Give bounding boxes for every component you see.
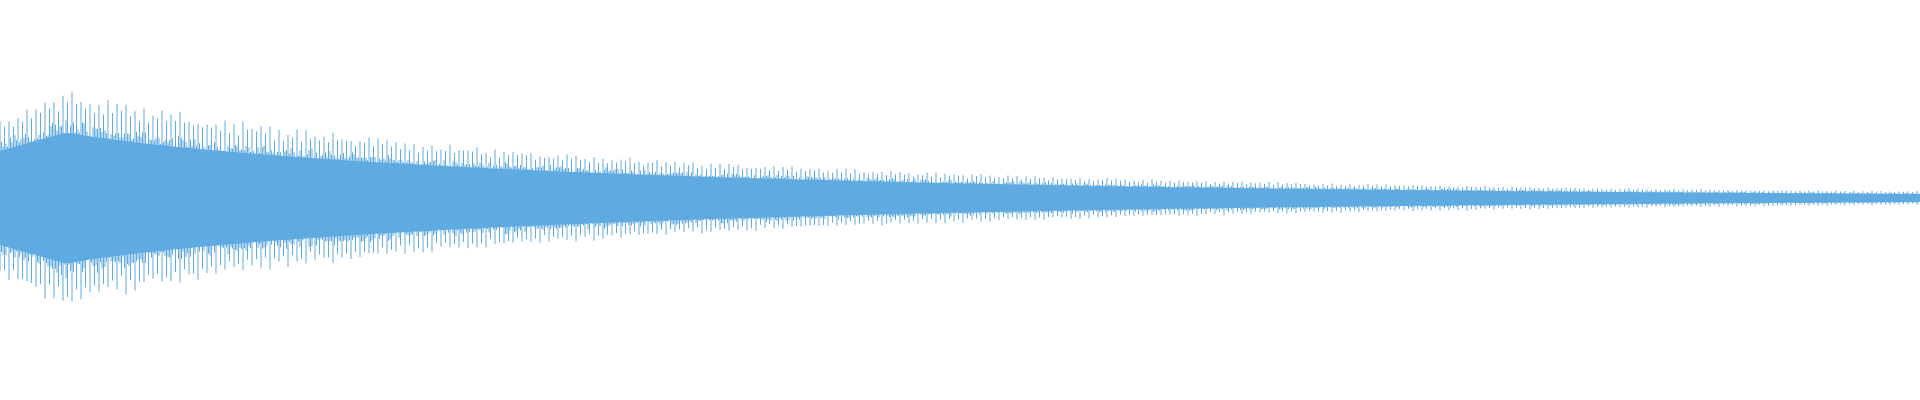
waveform-bars: [0, 92, 1920, 302]
